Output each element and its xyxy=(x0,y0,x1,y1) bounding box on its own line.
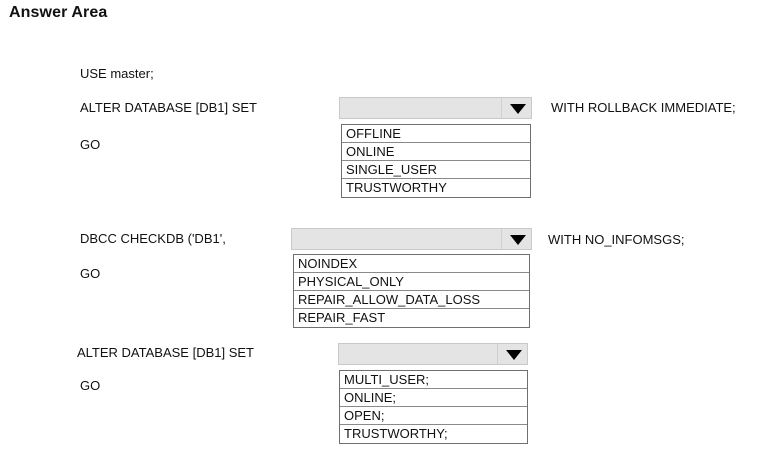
dbcc-checkdb-line: DBCC CHECKDB ('DB1', xyxy=(80,231,226,246)
option-physical-only[interactable]: PHYSICAL_ONLY xyxy=(294,273,529,291)
chevron-down-icon xyxy=(510,235,526,245)
dropdown-toggle-button[interactable] xyxy=(497,344,527,364)
option-trustworthy[interactable]: TRUSTWORTHY; xyxy=(344,426,448,441)
no-infomsgs-suffix: WITH NO_INFOMSGS; xyxy=(548,232,685,247)
dropdown-toggle-button[interactable] xyxy=(501,229,531,249)
option-online[interactable]: ONLINE xyxy=(342,143,530,161)
dropdown-toggle-button[interactable] xyxy=(501,98,531,118)
chevron-down-icon xyxy=(506,350,522,360)
rollback-immediate-suffix: WITH ROLLBACK IMMEDIATE; xyxy=(551,100,736,115)
go-line-3: GO xyxy=(80,378,101,393)
go-line-1: GO xyxy=(80,137,101,152)
checkdb-option-dropdown[interactable] xyxy=(291,228,532,250)
user-access-option-dropdown[interactable] xyxy=(338,343,528,365)
use-master-line: USE master; xyxy=(80,66,154,81)
user-access-option-list: MULTI_USER; ONLINE; OPEN; TRUSTWORTHY; xyxy=(339,370,528,444)
option-open[interactable]: OPEN; xyxy=(340,407,527,425)
chevron-down-icon xyxy=(510,104,526,114)
option-repair-allow-data-loss[interactable]: REPAIR_ALLOW_DATA_LOSS xyxy=(294,291,529,309)
option-noindex[interactable]: NOINDEX xyxy=(294,255,529,273)
alter-database-line-2: ALTER DATABASE [DB1] SET xyxy=(77,345,254,360)
option-multi-user[interactable]: MULTI_USER; xyxy=(340,371,527,389)
answer-area-heading: Answer Area xyxy=(9,4,108,21)
option-offline[interactable]: OFFLINE xyxy=(342,125,530,143)
option-repair-fast[interactable]: REPAIR_FAST xyxy=(298,310,386,325)
go-line-2: GO xyxy=(80,266,101,281)
checkdb-option-list: NOINDEX PHYSICAL_ONLY REPAIR_ALLOW_DATA_… xyxy=(293,254,530,328)
option-online[interactable]: ONLINE; xyxy=(340,389,527,407)
option-single-user[interactable]: SINGLE_USER xyxy=(342,161,530,179)
set-option-dropdown[interactable] xyxy=(339,97,532,119)
set-option-list: OFFLINE ONLINE SINGLE_USER TRUSTWORTHY xyxy=(341,124,531,198)
alter-database-line-1: ALTER DATABASE [DB1] SET xyxy=(80,100,257,115)
option-trustworthy[interactable]: TRUSTWORTHY xyxy=(346,180,447,195)
